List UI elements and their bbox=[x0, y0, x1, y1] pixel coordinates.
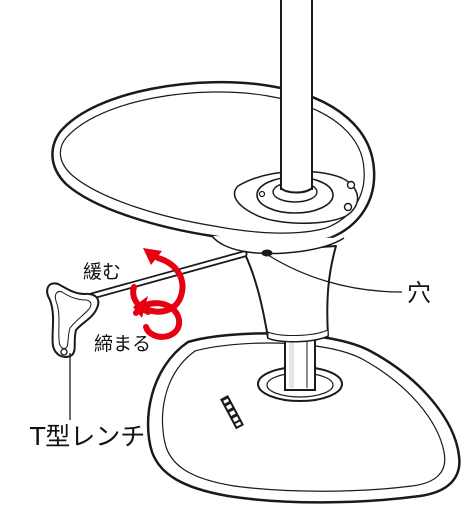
brand-logo bbox=[220, 395, 244, 430]
cylinder-cover bbox=[243, 245, 337, 343]
tighten-arrowhead bbox=[133, 296, 148, 318]
loosen-arrowhead bbox=[143, 248, 162, 265]
hole-label: 穴 bbox=[407, 279, 431, 307]
hole-leader-line bbox=[267, 254, 403, 293]
lower-pole bbox=[284, 333, 316, 391]
hole-marker bbox=[261, 249, 273, 257]
t-wrench bbox=[46, 250, 248, 420]
curved-arrow-icon bbox=[130, 255, 186, 315]
upper-pole bbox=[280, 0, 313, 194]
tighten-label: 締まる bbox=[94, 333, 151, 355]
loosen-label: 緩む bbox=[83, 261, 121, 283]
t-wrench-label: T型レンチ bbox=[29, 422, 145, 451]
base-plate bbox=[146, 332, 461, 504]
seat bbox=[51, 80, 376, 257]
curved-arrow-icon bbox=[133, 300, 182, 340]
